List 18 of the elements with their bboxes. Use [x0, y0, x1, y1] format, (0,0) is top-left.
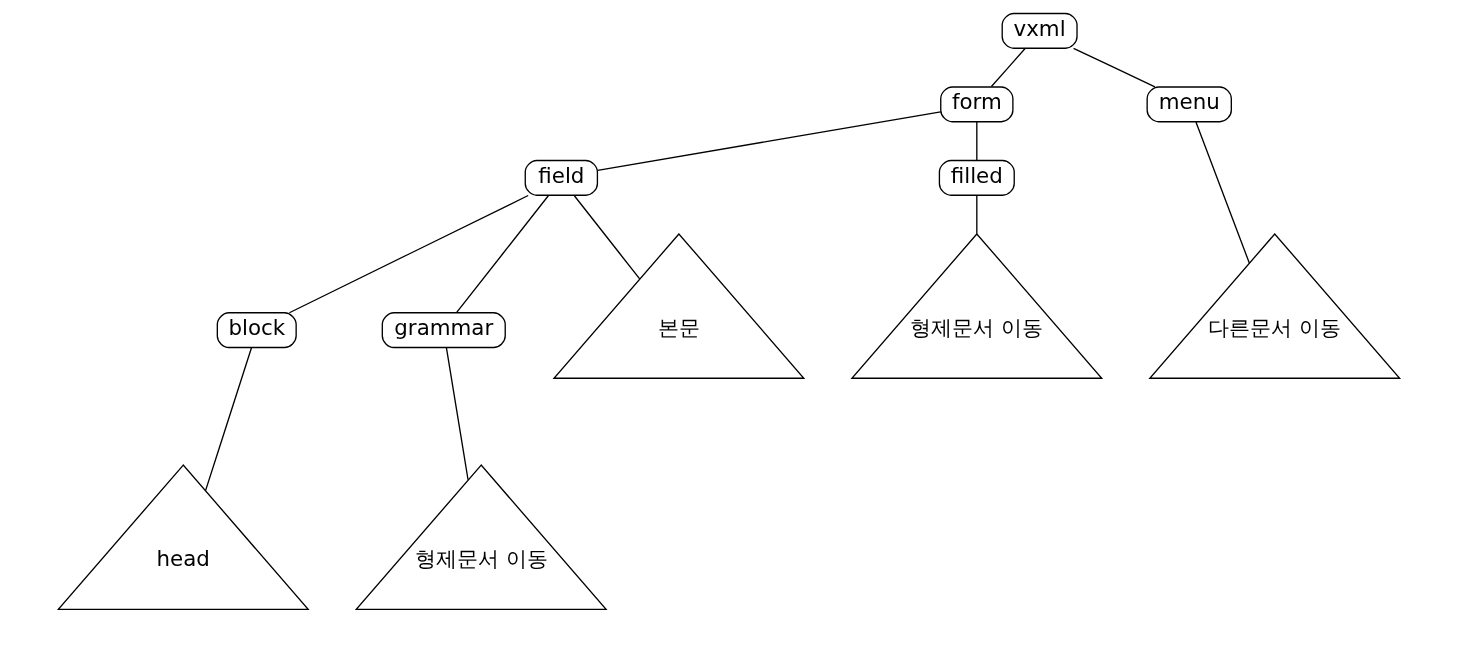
- connector: [976, 195, 978, 235]
- node-box: filled: [938, 159, 1015, 196]
- node-box: block: [216, 312, 297, 349]
- connector: [204, 346, 253, 492]
- node-box: vxml: [1001, 12, 1078, 49]
- connector: [573, 195, 641, 280]
- connector: [597, 111, 942, 171]
- connector: [288, 194, 529, 314]
- node-box: form: [940, 86, 1014, 123]
- connector: [445, 346, 469, 481]
- connector: [990, 47, 1027, 88]
- connector: [1195, 121, 1251, 264]
- node-box: field: [524, 159, 599, 196]
- node-box: menu: [1146, 86, 1232, 123]
- connector: [976, 121, 978, 161]
- connector: [1072, 47, 1156, 88]
- connector: [455, 195, 549, 314]
- node-box: grammar: [381, 312, 506, 349]
